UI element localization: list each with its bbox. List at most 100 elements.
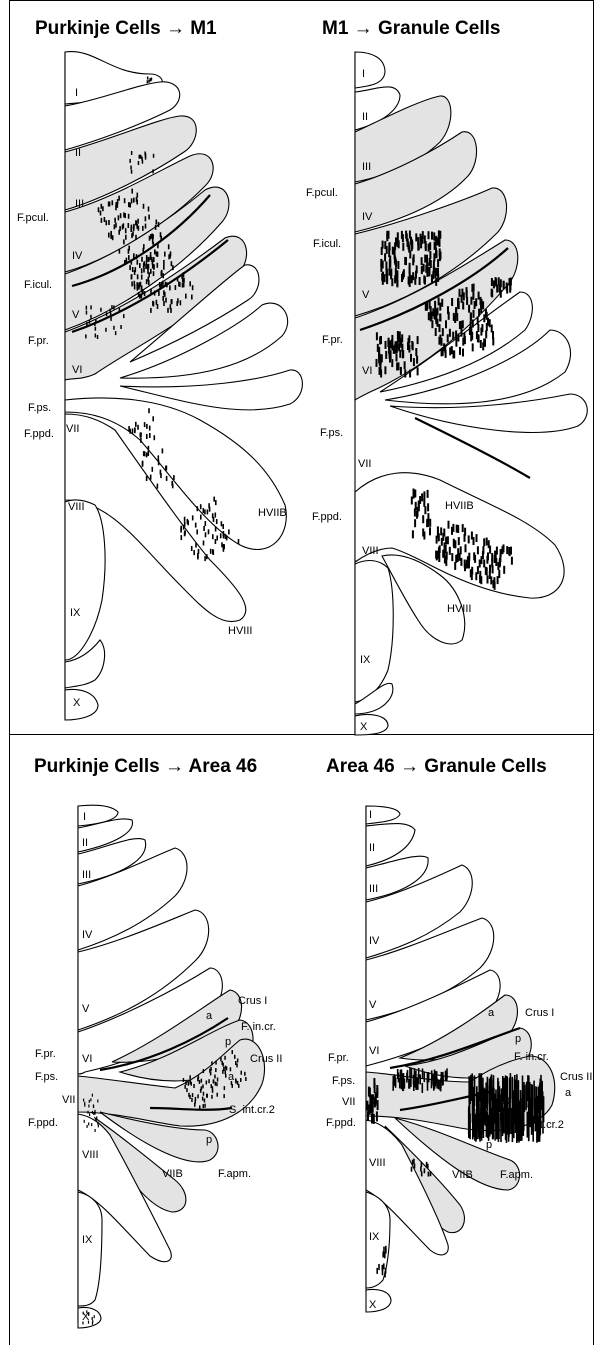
labeled-cell-mark: [201, 1079, 203, 1083]
labeled-cell-mark: [495, 558, 497, 566]
labeled-cell-mark: [396, 239, 398, 247]
labeled-cell-mark: [381, 354, 383, 362]
fissure-label-ppd: F.ppd.: [24, 428, 54, 440]
labeled-cell-mark: [461, 295, 463, 303]
labeled-cell-mark: [87, 1111, 88, 1114]
labeled-cell-mark: [196, 529, 198, 534]
labeled-cell-mark: [490, 576, 492, 584]
labeled-cell-mark: [162, 296, 164, 301]
lobule-label-V: V: [72, 309, 80, 321]
hemisphere-label-f-incr: F. in.cr.: [241, 1021, 276, 1033]
labeled-cell-mark: [184, 1085, 186, 1089]
labeled-cell-mark: [236, 1063, 238, 1067]
labeled-cell-mark: [123, 239, 125, 244]
labeled-cell-mark: [431, 1070, 433, 1080]
hemisphere-label-HVIII: HVIII: [228, 625, 252, 637]
labeled-cell-mark: [131, 233, 133, 238]
labeled-cell-mark: [209, 1069, 211, 1073]
labeled-cell-mark: [205, 521, 207, 526]
labeled-cell-mark: [367, 1111, 369, 1121]
labeled-cell-mark: [88, 1321, 89, 1324]
labeled-cell-mark: [146, 260, 148, 265]
labeled-cell-mark: [152, 239, 154, 244]
lobule-label-II: II: [82, 837, 88, 849]
labeled-cell-mark: [216, 519, 218, 524]
labeled-cell-mark: [206, 1094, 208, 1098]
labeled-cell-mark: [426, 255, 428, 263]
labeled-cell-mark: [504, 1084, 506, 1110]
labeled-cell-mark: [176, 301, 178, 306]
labeled-cell-mark: [453, 350, 455, 358]
labeled-cell-mark: [394, 1076, 396, 1086]
labeled-cell-mark: [118, 196, 120, 201]
lobule-label-IV: IV: [369, 935, 380, 947]
labeled-cell-mark: [477, 334, 479, 342]
labeled-cell-mark: [423, 275, 425, 283]
labeled-cell-mark: [95, 319, 97, 323]
labeled-cell-mark: [489, 1079, 491, 1105]
labeled-cell-mark: [207, 510, 209, 515]
labeled-cell-mark: [215, 1061, 217, 1065]
labeled-cell-mark: [379, 367, 381, 375]
labeled-cell-mark: [131, 225, 133, 230]
labeled-cell-mark: [436, 1079, 438, 1089]
labeled-cell-mark: [82, 1322, 83, 1325]
labeled-cell-mark: [105, 328, 107, 332]
labeled-cell-mark: [158, 291, 160, 296]
labeled-cell-mark: [457, 554, 459, 562]
labeled-cell-mark: [426, 269, 428, 277]
labeled-cell-mark: [195, 1097, 197, 1101]
labeled-cell-mark: [143, 204, 145, 209]
labeled-cell-mark: [137, 425, 139, 430]
labeled-cell-mark: [412, 530, 414, 538]
labeled-cell-mark: [455, 309, 457, 317]
panel-title: M1 → Granule Cells: [322, 18, 500, 39]
labeled-cell-mark: [452, 524, 454, 532]
labeled-cell-mark: [409, 231, 411, 239]
labeled-cell-mark: [459, 289, 461, 297]
labeled-cell-mark: [106, 220, 108, 225]
labeled-cell-mark: [143, 268, 145, 273]
labeled-cell-mark: [208, 1079, 210, 1083]
fissure-label-ps: F.ps.: [332, 1075, 355, 1087]
labeled-cell-mark: [135, 235, 137, 240]
labeled-cell-mark: [168, 254, 170, 259]
labeled-cell-mark: [129, 159, 131, 163]
fissure-label-pcul: F.pcul.: [306, 187, 338, 199]
labeled-cell-mark: [492, 331, 494, 339]
labeled-cell-mark: [136, 200, 138, 205]
labeled-cell-mark: [100, 308, 102, 312]
labeled-cell-mark: [452, 332, 454, 340]
labeled-cell-mark: [479, 1075, 481, 1101]
labeled-cell-mark: [215, 500, 217, 505]
labeled-cell-mark: [422, 1083, 424, 1093]
labeled-cell-mark: [424, 255, 426, 263]
labeled-cell-mark: [458, 537, 460, 545]
labeled-cell-mark: [466, 560, 468, 568]
labeled-cell-mark: [163, 265, 165, 270]
labeled-cell-mark: [145, 224, 147, 229]
fissure-label-icul: F.icul.: [24, 279, 52, 291]
labeled-cell-mark: [397, 331, 399, 339]
lobule-label-IX: IX: [369, 1231, 380, 1243]
labeled-cell-mark: [166, 282, 168, 287]
labeled-cell-mark: [136, 254, 138, 259]
labeled-cell-mark: [428, 1172, 430, 1177]
labeled-cell-mark: [123, 314, 125, 318]
labeled-cell-mark: [485, 330, 487, 338]
labeled-cell-mark: [146, 424, 148, 429]
hemisphere-label-HVIIB: HVIIB: [258, 507, 287, 519]
labeled-cell-mark: [157, 243, 159, 248]
labeled-cell-mark: [170, 308, 172, 313]
labeled-cell-mark: [141, 293, 143, 298]
labeled-cell-mark: [166, 465, 168, 470]
labeled-cell-mark: [128, 202, 130, 207]
labeled-cell-mark: [431, 232, 433, 240]
labeled-cell-mark: [423, 264, 425, 272]
labeled-cell-mark: [449, 347, 451, 355]
labeled-cell-mark: [384, 1252, 386, 1258]
labeled-cell-mark: [225, 1066, 227, 1070]
labeled-cell-mark: [148, 280, 150, 285]
labeled-cell-mark: [84, 1120, 85, 1123]
labeled-cell-mark: [203, 1069, 205, 1073]
